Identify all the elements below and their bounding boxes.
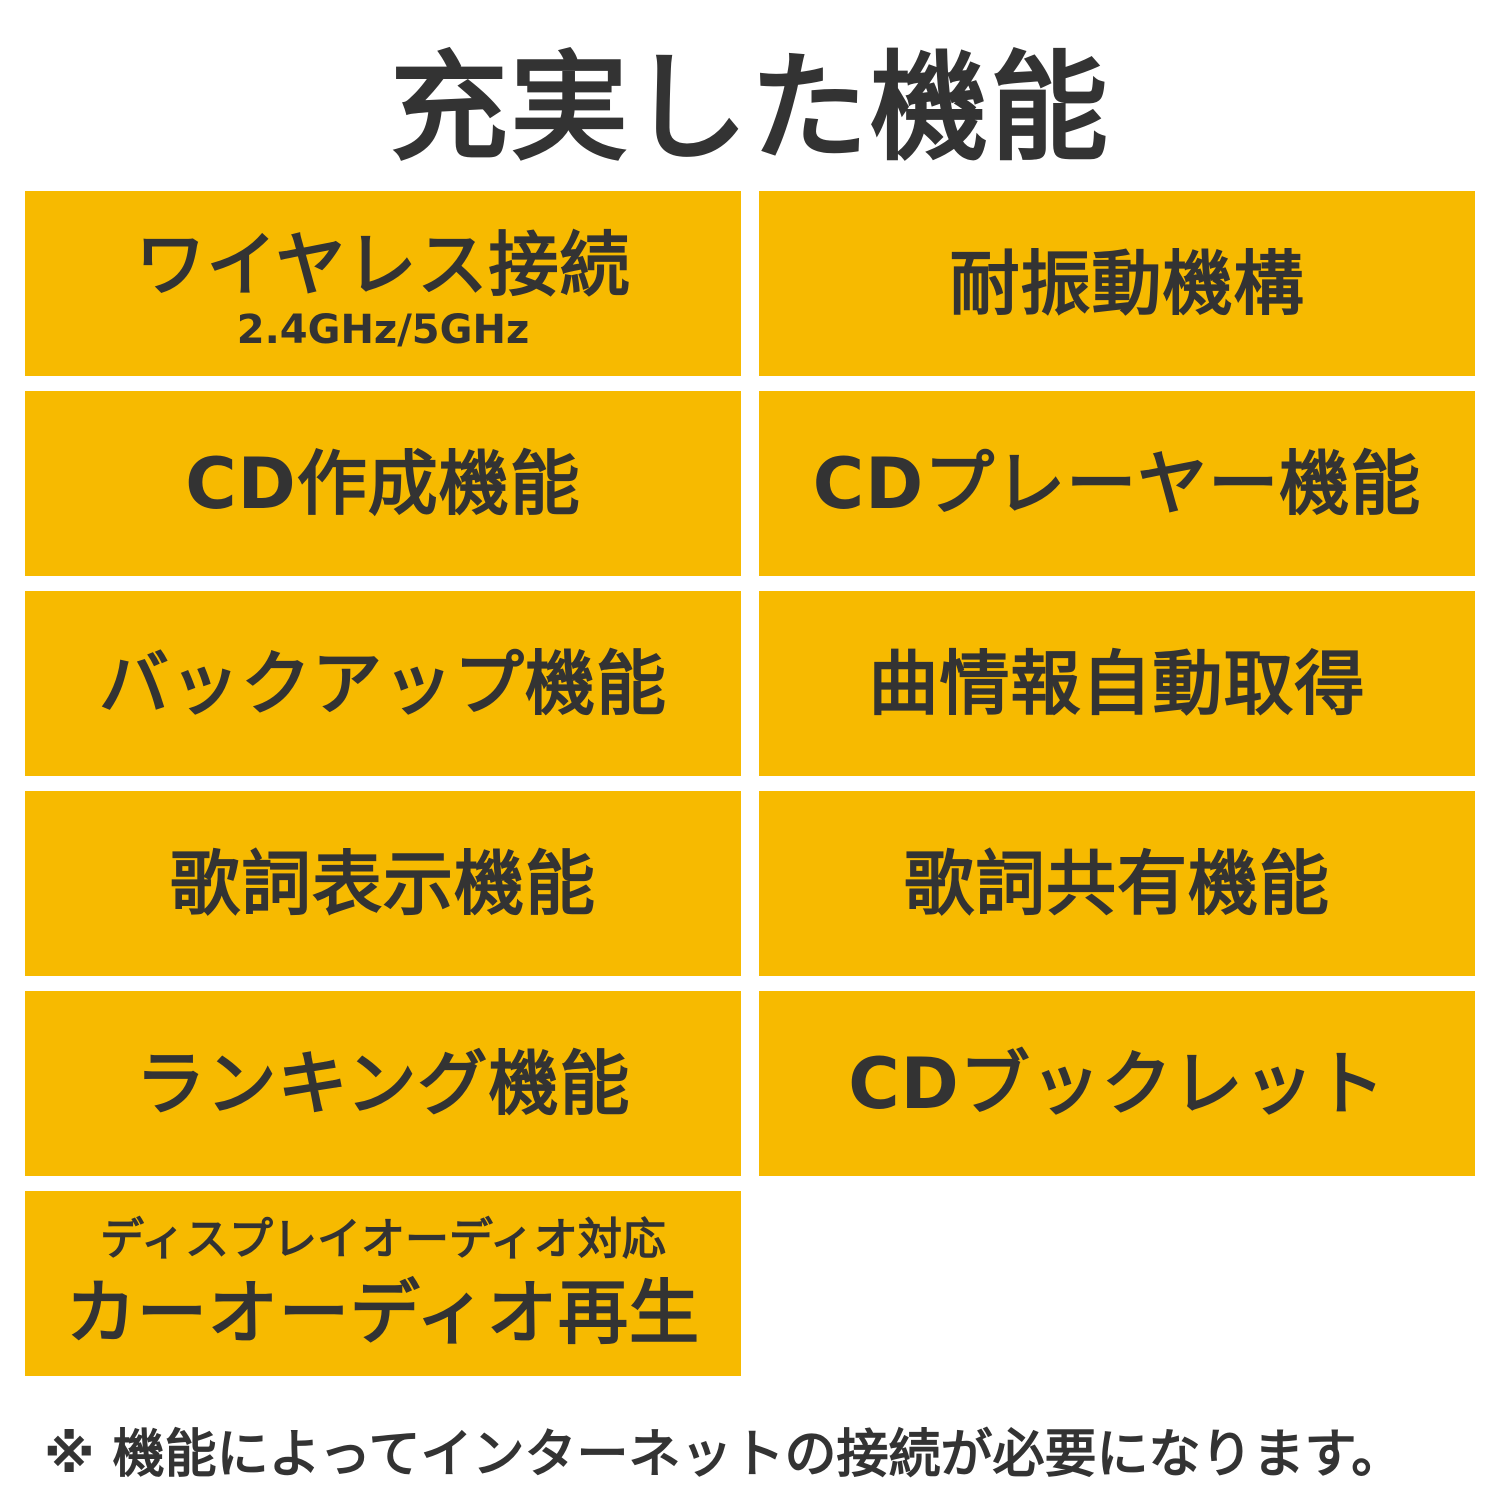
feature-tile-lyrics-display: 歌詞表示機能 <box>25 791 741 976</box>
feature-tile-cd-creation: CD作成機能 <box>25 391 741 576</box>
feature-tile-backup: バックアップ機能 <box>25 591 741 776</box>
feature-tile-wireless: ワイヤレス接続 2.4GHz/5GHz <box>25 191 741 376</box>
feature-tile-auto-song-info: 曲情報自動取得 <box>759 591 1475 776</box>
feature-label: CD作成機能 <box>185 442 581 525</box>
feature-label: CDプレーヤー機能 <box>812 442 1422 525</box>
feature-label: 耐振動機構 <box>949 242 1305 325</box>
feature-sublabel: 2.4GHz/5GHz <box>236 306 530 353</box>
feature-label: CDブックレット <box>848 1042 1386 1125</box>
feature-tile-cd-booklet: CDブックレット <box>759 991 1475 1176</box>
feature-tile-cd-player: CDプレーヤー機能 <box>759 391 1475 576</box>
feature-tile-car-audio: ディスプレイオーディオ対応 カーオーディオ再生 <box>25 1191 741 1376</box>
feature-label: 曲情報自動取得 <box>868 642 1366 725</box>
feature-label: バックアップ機能 <box>99 642 667 725</box>
feature-label: 歌詞共有機能 <box>904 842 1330 925</box>
feature-label: ワイヤレス接続 <box>135 223 631 306</box>
feature-tile-anti-vibration: 耐振動機構 <box>759 191 1475 376</box>
feature-prelabel: ディスプレイオーディオ対応 <box>100 1213 666 1265</box>
feature-label: カーオーディオ再生 <box>65 1271 701 1354</box>
feature-tile-lyrics-share: 歌詞共有機能 <box>759 791 1475 976</box>
feature-label: ランキング機能 <box>135 1042 631 1125</box>
feature-label: 歌詞表示機能 <box>170 842 596 925</box>
page-title: 充実した機能 <box>389 39 1110 177</box>
footnote: ※ 機能によってインターネットの接続が必要になります。 <box>44 1425 1404 1485</box>
feature-tile-ranking: ランキング機能 <box>25 991 741 1176</box>
